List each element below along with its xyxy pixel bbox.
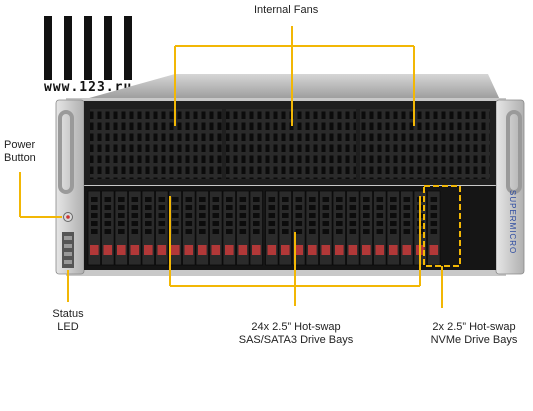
internal-fans-label: Internal Fans xyxy=(254,4,319,16)
drive-latch xyxy=(252,245,261,255)
drive-latch xyxy=(171,245,180,255)
drive-bay[interactable] xyxy=(319,190,333,266)
drive-latch xyxy=(211,245,221,255)
brand-text: SUPERMICRO xyxy=(508,190,517,254)
drive-latch xyxy=(375,245,385,255)
drive-bay[interactable] xyxy=(128,190,142,266)
right-handle xyxy=(506,110,522,194)
drive-latch xyxy=(130,245,140,255)
sas-drive-bays-label: 24x 2.5” Hot-swap SAS/SATA3 Drive Bays xyxy=(238,321,354,346)
power-button-label: Power Button xyxy=(4,139,36,164)
drive-latch xyxy=(321,245,331,255)
drive-bay[interactable] xyxy=(278,190,293,266)
drive-bay[interactable] xyxy=(265,190,279,266)
drive-latch xyxy=(335,245,344,255)
status-led-panel xyxy=(62,232,74,268)
drive-bay[interactable] xyxy=(249,190,264,266)
drive-latch xyxy=(117,245,126,255)
drive-latch xyxy=(362,245,371,255)
drive-bay[interactable] xyxy=(195,190,210,266)
drive-latch xyxy=(103,245,113,255)
left-handle xyxy=(58,110,74,194)
drive-latch xyxy=(90,245,99,255)
callout-lines xyxy=(19,26,461,308)
drive-bays xyxy=(87,190,441,266)
drive-bay[interactable] xyxy=(168,190,183,266)
drive-latch xyxy=(429,245,439,255)
drive-bay[interactable] xyxy=(400,190,414,266)
fan-grill-3 xyxy=(360,109,490,179)
drive-latch xyxy=(157,245,167,255)
drive-latch xyxy=(198,245,207,255)
drive-latch xyxy=(184,245,194,255)
drive-bay[interactable] xyxy=(87,190,102,266)
drive-latch xyxy=(225,245,234,255)
drive-bay[interactable] xyxy=(373,190,387,266)
nvme-drive-bays-label: 2x 2.5” Hot-swap NVMe Drive Bays xyxy=(430,321,518,346)
drive-bay[interactable] xyxy=(101,190,115,266)
logo-bars xyxy=(44,16,144,80)
drive-latch xyxy=(348,245,358,255)
status-led-label: Status LED xyxy=(52,308,84,333)
drive-bay[interactable] xyxy=(427,190,441,266)
drive-latch xyxy=(281,245,290,255)
drive-bay[interactable] xyxy=(346,190,360,266)
drive-bay[interactable] xyxy=(155,190,169,266)
drive-bay[interactable] xyxy=(222,190,237,266)
drive-bay[interactable] xyxy=(209,190,223,266)
drive-latch xyxy=(267,245,277,255)
logo-text: www.123.ru xyxy=(44,80,133,95)
drive-bay[interactable] xyxy=(114,190,129,266)
drive-latch xyxy=(389,245,398,255)
drive-bay[interactable] xyxy=(332,190,347,266)
fan-grill-1 xyxy=(90,109,222,179)
drive-latch xyxy=(238,245,248,255)
drive-bay[interactable] xyxy=(359,190,374,266)
drive-bay[interactable] xyxy=(141,190,156,266)
drive-latch xyxy=(402,245,412,255)
drive-latch xyxy=(308,245,317,255)
drive-latch xyxy=(144,245,153,255)
drive-bay[interactable] xyxy=(305,190,320,266)
drive-bay[interactable] xyxy=(386,190,401,266)
drive-bay[interactable] xyxy=(182,190,196,266)
drive-latch xyxy=(294,245,304,255)
drive-bay[interactable] xyxy=(236,190,250,266)
